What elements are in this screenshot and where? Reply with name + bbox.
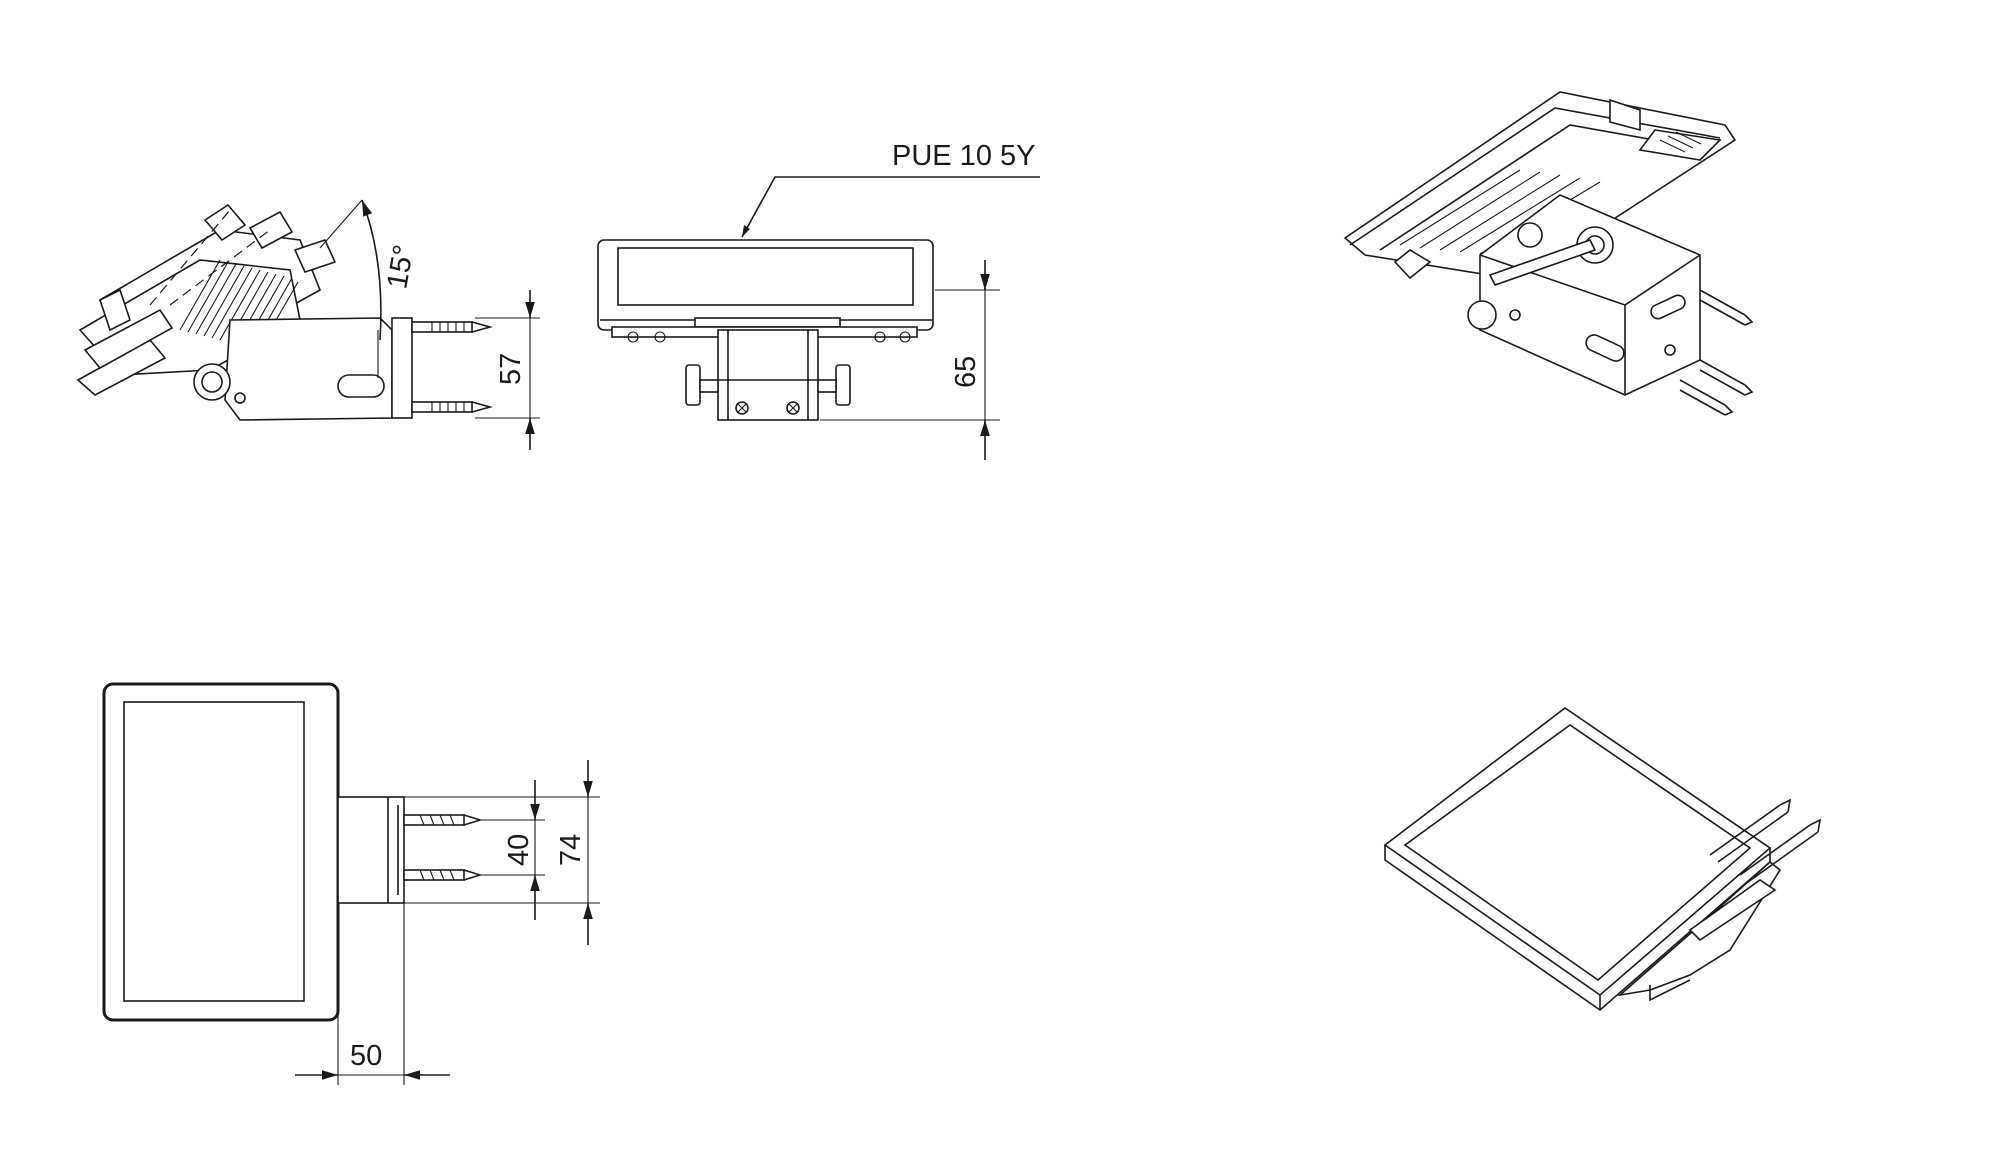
model-label: PUE 10 5Y xyxy=(892,140,1035,172)
top-screw-upper xyxy=(403,814,483,826)
iso-front-screen xyxy=(1403,724,1752,982)
side-bracket xyxy=(224,317,393,421)
top-view: 40 74 50 xyxy=(102,682,600,1085)
tilt-angle-label: 15° xyxy=(381,242,420,291)
model-leader xyxy=(741,176,1040,238)
top-screw-lower xyxy=(403,869,483,881)
front-height-label: 65 xyxy=(950,356,982,388)
front-window xyxy=(617,247,914,306)
display-head-tilted xyxy=(76,203,337,396)
bracket-width-label: 74 xyxy=(555,834,587,866)
slot-hole xyxy=(337,374,385,398)
front-view: PUE 10 5Y 65 xyxy=(597,140,1040,460)
bracket-depth-label: 50 xyxy=(350,1040,382,1072)
iso-front-screws xyxy=(1709,798,1822,883)
knob-left xyxy=(685,364,701,406)
wall-screw-bottom xyxy=(411,401,493,413)
iso-rear-screws xyxy=(1679,289,1754,416)
side-height-label: 57 xyxy=(495,353,527,385)
side-view: 15° 57 xyxy=(76,199,540,450)
knob-right xyxy=(835,364,851,406)
front-bracket xyxy=(717,329,819,421)
wall-screw-top xyxy=(411,321,493,333)
top-bracket xyxy=(337,796,405,904)
iso-rear-view xyxy=(1343,91,1754,416)
screw-spacing-label: 40 xyxy=(503,834,535,866)
top-screen xyxy=(123,701,305,1002)
iso-front-view xyxy=(1383,707,1822,1012)
wall-plate xyxy=(391,317,413,419)
